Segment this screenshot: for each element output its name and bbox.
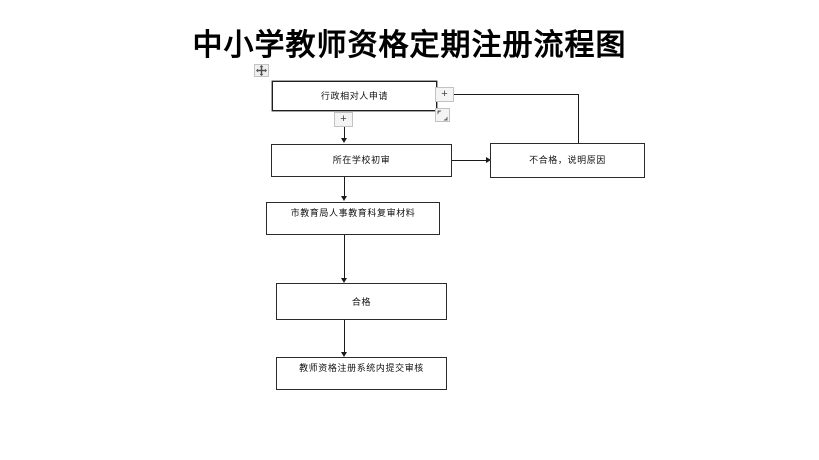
flow-node-school[interactable]: 所在学校初审: [271, 144, 452, 177]
connector-bureau-to-qualified: [344, 234, 345, 279]
connector-unqualified-to-applicant-vertical: [578, 94, 579, 143]
flow-node-bureau[interactable]: 市教育局人事教育科复审材料: [266, 202, 440, 235]
resize-handle-icon[interactable]: [435, 108, 450, 122]
flow-node-system[interactable]: 教师资格注册系统内提交审核: [276, 357, 447, 390]
connector-school-to-unqualified: [452, 160, 488, 161]
arrowhead-bureau-to-qualified: [340, 278, 347, 283]
arrowhead-school-to-bureau: [340, 196, 347, 201]
flow-node-qualified[interactable]: 合格: [276, 283, 447, 320]
flow-node-qualified-label: 合格: [351, 297, 372, 307]
connector-unqualified-to-applicant-horizontal: [454, 94, 579, 95]
connector-qualified-to-system: [344, 320, 345, 353]
flow-node-applicant[interactable]: 行政相对人申请: [272, 81, 437, 111]
flow-node-applicant-label: 行政相对人申请: [320, 91, 389, 101]
arrowhead-applicant-to-school: [340, 138, 347, 143]
flow-node-unqualified[interactable]: 不合格，说明原因: [490, 143, 645, 178]
arrowhead-qualified-to-system: [340, 352, 347, 357]
flow-node-school-label: 所在学校初审: [332, 155, 391, 165]
add-connector-bottom-button[interactable]: +: [334, 112, 353, 127]
connector-applicant-to-school: [344, 121, 345, 139]
flow-node-unqualified-label: 不合格，说明原因: [529, 155, 606, 165]
flow-node-system-label: 教师资格注册系统内提交审核: [299, 363, 424, 373]
add-connector-right-button[interactable]: +: [435, 87, 454, 102]
connector-school-to-bureau: [344, 176, 345, 197]
arrowhead-school-to-unqualified: [486, 156, 491, 163]
flow-node-bureau-label: 市教育局人事教育科复审材料: [290, 208, 416, 218]
move-handle-icon[interactable]: [254, 64, 269, 77]
page-title: 中小学教师资格定期注册流程图: [192, 29, 627, 62]
